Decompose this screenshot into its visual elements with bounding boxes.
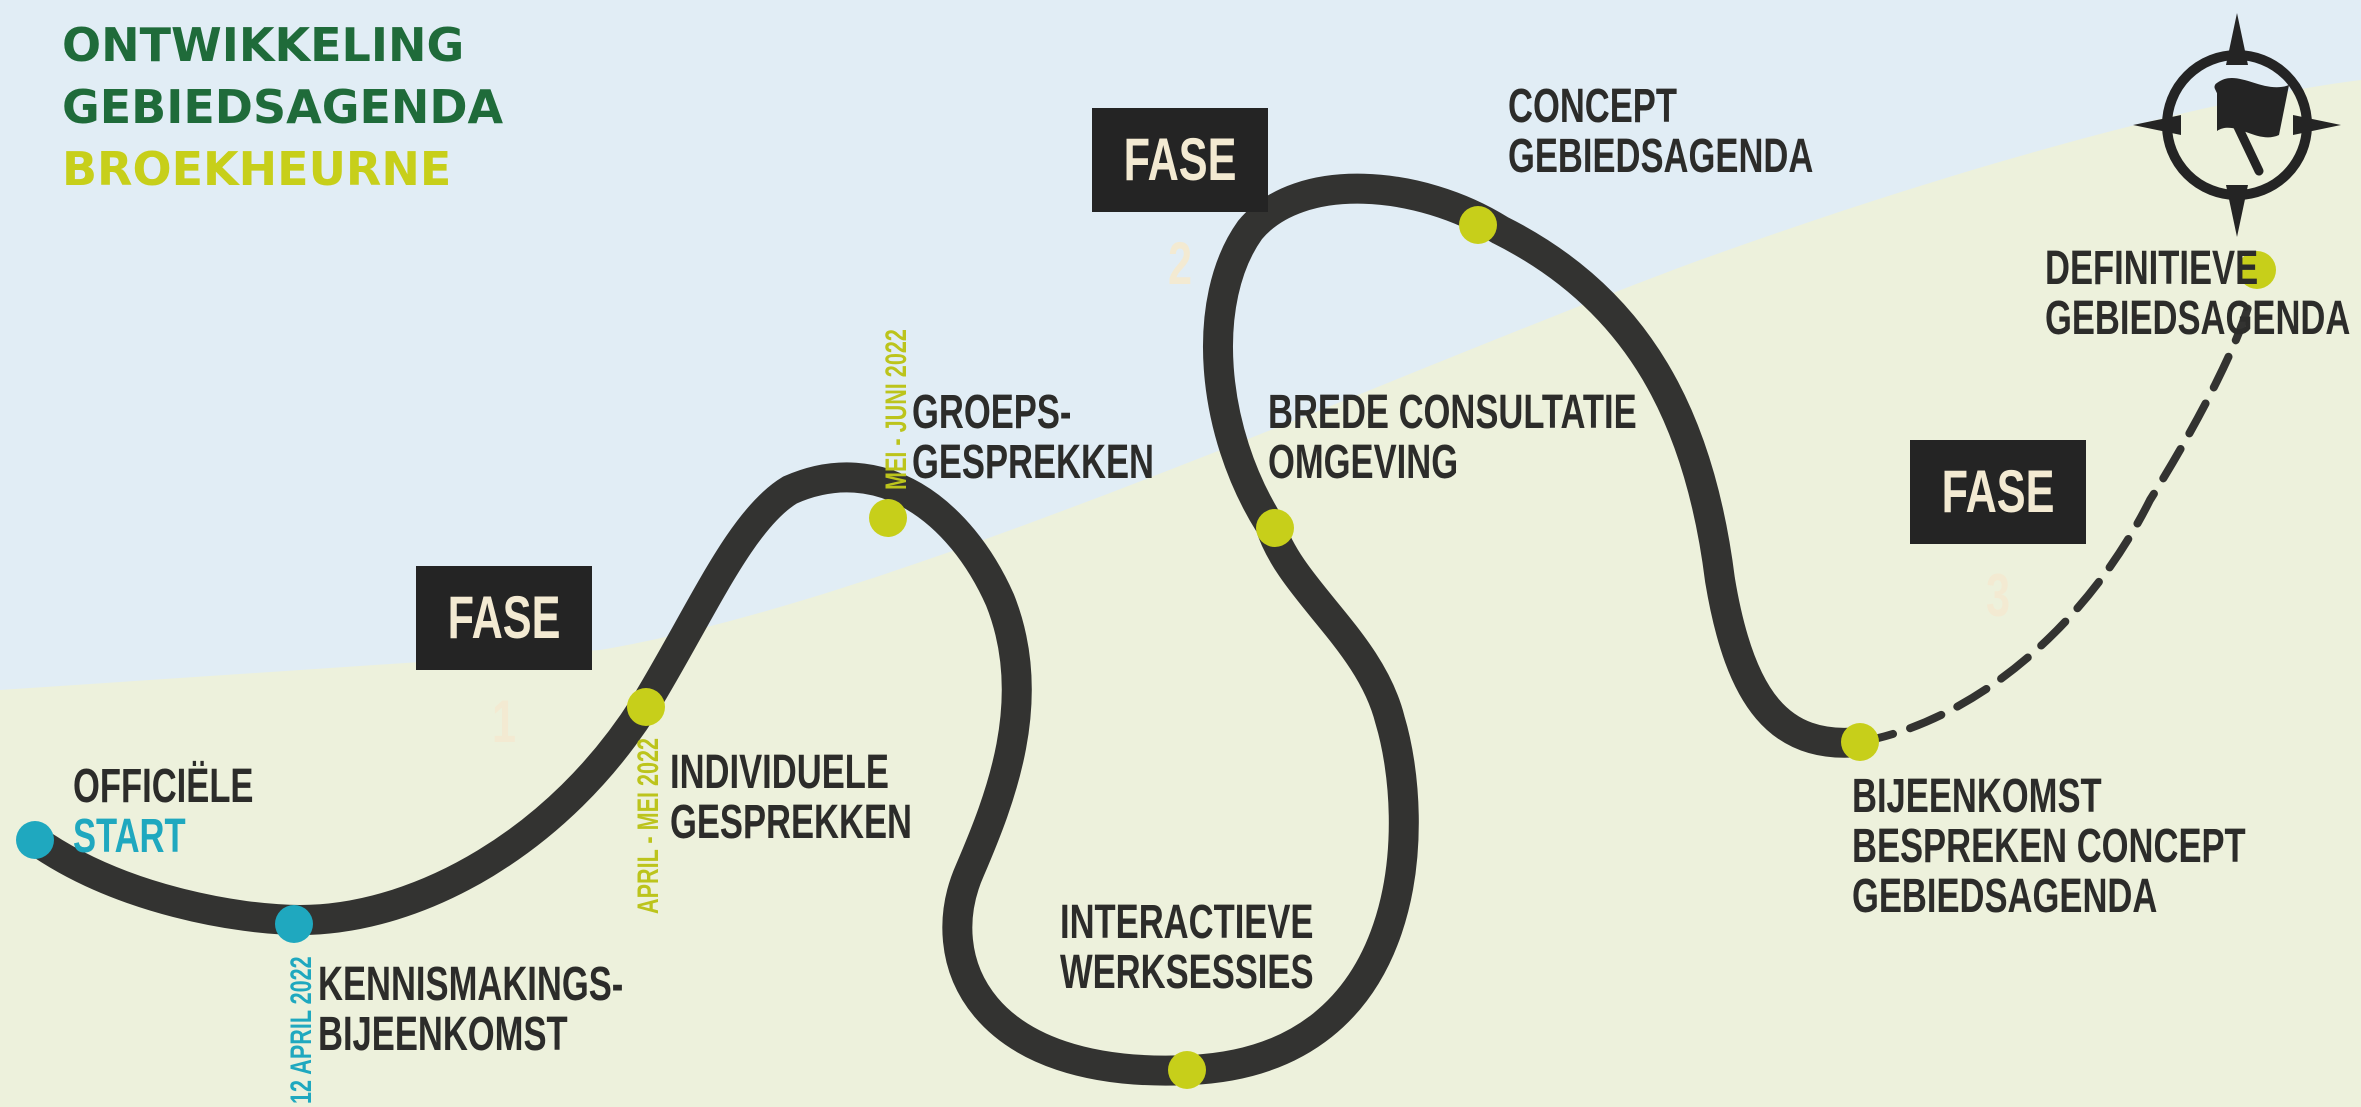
milestone-label-individuele: INDIVIDUELE GESPREKKEN (670, 746, 912, 849)
milestone-dot-start (16, 821, 54, 859)
milestone-label-definitieve: DEFINITIEVE GEBIEDSAGENDA (2045, 242, 2351, 345)
milestone-dot-bijeenkomst (1841, 723, 1879, 761)
phase-badge-1: FASE 1 (416, 566, 592, 755)
milestone-dot-kennismaking (275, 905, 313, 943)
milestone-label-brede: BREDE CONSULTATIE OMGEVING (1268, 386, 1637, 489)
road-dashed-path (1856, 296, 2254, 746)
title-line-3: BROEKHEURNE (62, 142, 452, 196)
milestone-date-kennismaking: 12 APRIL 2022 (285, 956, 318, 1104)
milestone-label-concept: CONCEPT GEBIEDSAGENDA (1508, 80, 1814, 183)
milestone-dot-definitieve (2238, 251, 2276, 289)
page-title: ONTWIKKELING GEBIEDSAGENDA BROEKHEURNE (62, 14, 503, 200)
land-area (0, 80, 2361, 1107)
milestone-label-bijeenkomst: BIJEENKOMST BESPREKEN CONCEPT GEBIEDSAGE… (1852, 770, 2246, 923)
milestone-label-interactieve: INTERACTIEVE WERKSESSIES (1060, 896, 1314, 999)
milestone-label-start: OFFICIËLE START (73, 760, 254, 863)
title-line-1: ONTWIKKELING (62, 18, 465, 72)
milestone-dot-brede (1256, 509, 1294, 547)
milestone-dot-interactieve (1168, 1051, 1206, 1089)
milestone-label-groeps: GROEPS- GESPREKKEN (912, 386, 1154, 489)
title-line-2: GEBIEDSAGENDA (62, 80, 504, 134)
milestone-label-kennismaking: KENNISMAKINGS- BIJEENKOMST (318, 958, 624, 1061)
milestone-dot-individuele (627, 688, 665, 726)
milestone-dot-concept (1459, 206, 1497, 244)
milestone-date-groeps: MEI - JUNI 2022 (880, 329, 913, 490)
phase-badge-3: FASE 3 (1910, 440, 2086, 629)
compass-flag-icon (2133, 13, 2341, 237)
phase-badge-2: FASE 2 (1092, 108, 1268, 297)
milestone-date-individuele: APRIL - MEI 2022 (632, 737, 665, 914)
milestone-dot-groeps (869, 499, 907, 537)
